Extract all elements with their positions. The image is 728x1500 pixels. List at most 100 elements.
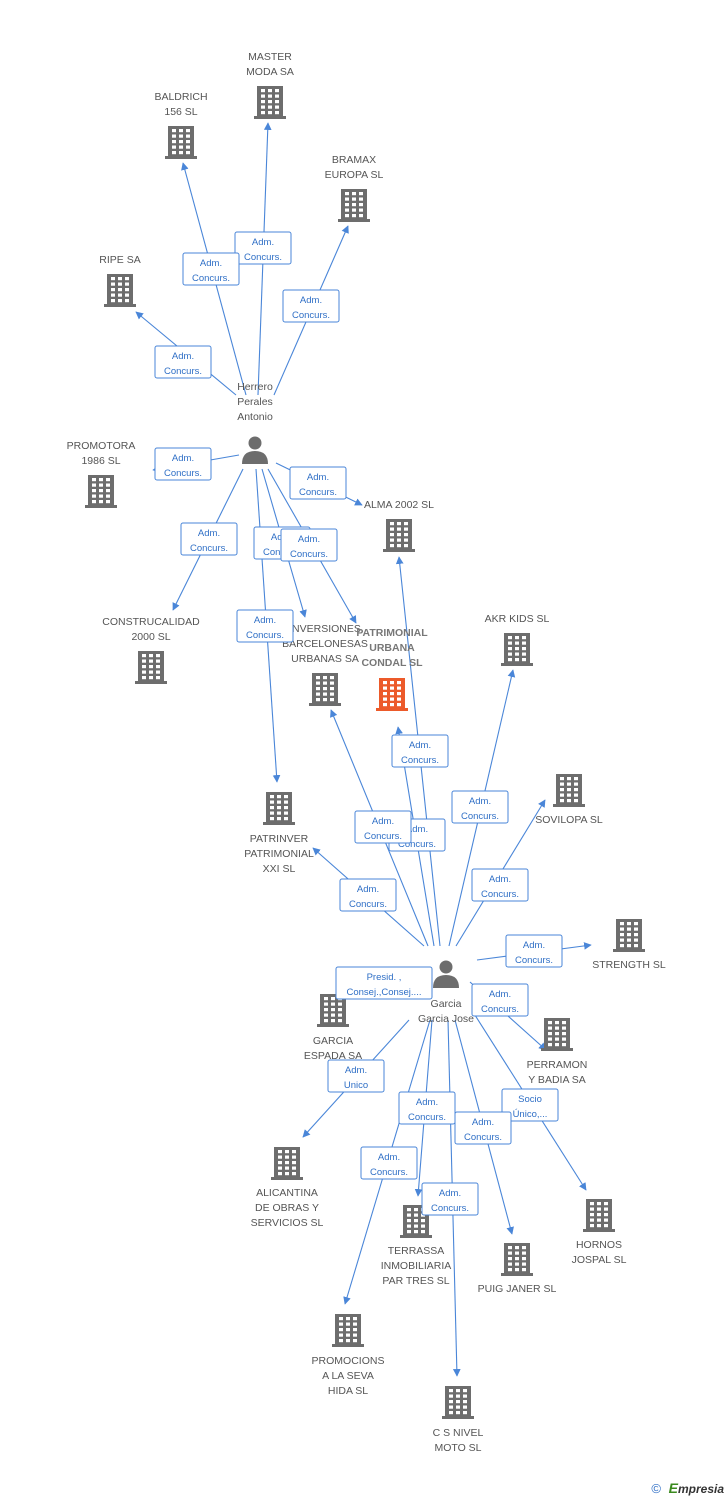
- edge-label-text: Unico: [344, 1080, 368, 1091]
- node-label: MOTO SL: [434, 1442, 481, 1454]
- edge-label-hornos[interactable]: SocioÚnico,...: [501, 1088, 559, 1122]
- edge-label-text: Adm.: [489, 874, 511, 885]
- edge-label-box: [354, 810, 412, 844]
- edge-label-text: Adm.: [254, 615, 276, 626]
- edge-label-text: Concurs.: [164, 366, 202, 377]
- node-label: A LA SEVA: [322, 1370, 374, 1382]
- edge-label-puig[interactable]: Adm.Concurs.: [454, 1111, 512, 1145]
- node-label: Garcia: [431, 998, 462, 1010]
- node-label: 156 SL: [164, 106, 197, 118]
- edge-label-text: Concurs.: [290, 549, 328, 560]
- edge-label-box: [451, 790, 509, 824]
- edge-label-alicantina[interactable]: Adm. Unico: [327, 1059, 385, 1093]
- company-node-strength[interactable]: STRENGTH SL: [592, 919, 666, 971]
- company-node-puig[interactable]: PUIG JANER SL: [478, 1243, 557, 1295]
- company-node-sovilopa[interactable]: SOVILOPA SL: [535, 774, 603, 826]
- edge-label-text: Adm.: [372, 816, 394, 827]
- node-label: Garcia Jose: [418, 1013, 474, 1025]
- edge-label-construcalidad[interactable]: Adm.Concurs.: [180, 522, 238, 556]
- edge-label-ripe[interactable]: Adm. Concurs.: [154, 345, 212, 379]
- edge-label-text: Adm.: [378, 1152, 400, 1163]
- edge-label-promotora[interactable]: Adm.Concurs.: [154, 447, 212, 481]
- node-label: Antonio: [237, 411, 273, 423]
- edge-label-csnivel[interactable]: Adm.Concurs.: [421, 1182, 479, 1216]
- company-node-ripe[interactable]: RIPE SA: [99, 254, 141, 307]
- edge-label-terrassa[interactable]: Adm.Concurs.: [398, 1091, 456, 1125]
- node-label: PROMOTORA: [67, 440, 136, 452]
- edge-label-text: Concurs.: [364, 831, 402, 842]
- edge-label-perramon[interactable]: Adm.Concurs.: [471, 983, 529, 1017]
- edge-label-patrimonial_urbana[interactable]: Adm.Concurs.: [391, 734, 449, 768]
- node-label: XXI SL: [263, 863, 296, 875]
- edge-label-baldrich[interactable]: Adm. Concurs.: [182, 252, 240, 286]
- footer-brand[interactable]: © Empresia: [651, 1480, 724, 1496]
- edge-label-box: [501, 1088, 559, 1122]
- node-label: PAR TRES SL: [382, 1275, 449, 1287]
- edge-label-text: Concurs.: [192, 273, 230, 284]
- building-icon: [383, 519, 415, 552]
- edge-label-inversiones[interactable]: Adm. Concurs.: [354, 810, 412, 844]
- edge-label-box: [154, 447, 212, 481]
- edge-label-bramax[interactable]: Adm.Concurs.: [282, 289, 340, 323]
- edge-label-text: Concurs.: [481, 1004, 519, 1015]
- edge-label-patrinver[interactable]: Adm.Concurs.: [236, 609, 294, 643]
- edge-label-text: Adm.: [345, 1065, 367, 1076]
- edge-label-patrimonial_urbana[interactable]: Adm. Concurs.: [280, 528, 338, 562]
- edge-label-text: Adm.: [172, 351, 194, 362]
- company-node-perramon[interactable]: PERRAMON Y BADIA SA: [527, 1018, 588, 1086]
- edge-label-text: Adm.: [198, 528, 220, 539]
- edge-label-text: Adm.: [200, 258, 222, 269]
- person-icon: [242, 436, 268, 464]
- edge-label-strength[interactable]: Adm. Concurs.: [505, 934, 563, 968]
- edge-label-text: Adm.: [523, 940, 545, 951]
- edge-label-sovilopa[interactable]: Adm.Concurs.: [471, 868, 529, 902]
- company-node-akr[interactable]: AKR KIDS SL: [485, 613, 550, 666]
- node-label: INMOBILIARIA: [381, 1260, 452, 1272]
- edge-label-patrinver[interactable]: Adm.Concurs.: [339, 878, 397, 912]
- edge-label-master[interactable]: Adm.Concurs.: [234, 231, 292, 265]
- node-label: PATRIMONIAL: [356, 627, 428, 639]
- company-node-alma[interactable]: ALMA 2002 SL: [364, 499, 434, 552]
- building-icon: [442, 1386, 474, 1419]
- building-icon: [135, 651, 167, 684]
- edge-label-text: Adm.: [298, 534, 320, 545]
- node-label: PERRAMON: [527, 1059, 588, 1071]
- building-icon: [583, 1199, 615, 1232]
- edge-label-box: [280, 528, 338, 562]
- edge-label-promocions[interactable]: Adm.Concurs.: [360, 1146, 418, 1180]
- node-label: Herrero: [237, 381, 273, 393]
- node-label: MASTER: [248, 51, 292, 63]
- edge-label-alma[interactable]: Adm.Concurs.: [289, 466, 347, 500]
- edge-label-akr[interactable]: Adm.Concurs.: [451, 790, 509, 824]
- edge-labels-layer: Adm. Concurs. Adm. Concurs. Adm. Concurs. Adm.…: [154, 231, 563, 1216]
- node-label: SERVICIOS SL: [251, 1217, 324, 1229]
- node-label: Y BADIA SA: [528, 1074, 586, 1086]
- building-icon: [332, 1314, 364, 1347]
- edge-label-text: Adm.: [172, 453, 194, 464]
- node-label: ALICANTINA: [256, 1187, 318, 1199]
- edge-label-text: Adm.: [472, 1117, 494, 1128]
- edge-label-garcia_espada[interactable]: Presid. ,Consej.,Consej....: [335, 966, 433, 1000]
- edge-label-text: Concurs.: [244, 252, 282, 263]
- edge-label-text: Concurs.: [401, 755, 439, 766]
- building-icon: [553, 774, 585, 807]
- edge-label-text: Consej.,Consej....: [347, 987, 422, 998]
- edge-label-text: Concurs.: [515, 955, 553, 966]
- edge-label-box: [335, 966, 433, 1000]
